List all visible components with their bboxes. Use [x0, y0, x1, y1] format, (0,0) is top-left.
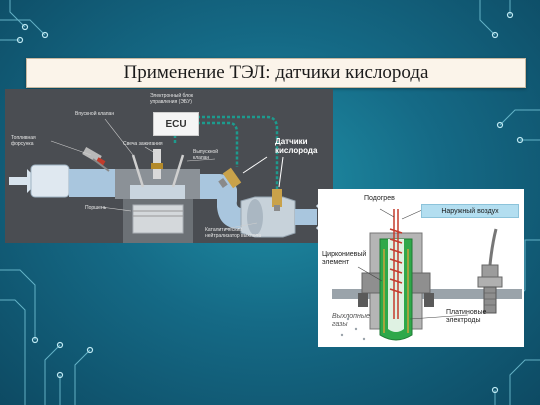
spark-plug [151, 149, 163, 179]
piston-label: Поршень [85, 205, 107, 211]
piston [132, 204, 184, 234]
platinum-electrodes-label: Платиновые электроды [446, 309, 487, 324]
heater-coil [389, 209, 403, 319]
fuel-injector [82, 147, 110, 172]
fuel-injector-label: Топливная форсунка [11, 135, 36, 147]
tailpipe [295, 209, 317, 225]
ecu-label: ECU [165, 118, 187, 130]
exhaust-gas-particles [340, 317, 366, 341]
pointer-line-2 [278, 156, 284, 188]
catalytic-converter-label: Каталитический нейтрализатор выхлопа [205, 227, 262, 239]
ecu-box: ECU [153, 112, 199, 136]
oxygen-sensors-label: Датчики кислорода [275, 137, 318, 155]
exhaust-valve-label: Выпускной клапан [193, 149, 219, 161]
intake-valve-stem [131, 154, 145, 188]
sensor-wire-1 [197, 121, 239, 167]
heating-label: Подогрев [364, 195, 395, 202]
sensor-external-view [477, 228, 503, 314]
spark-plug-label: Свеча зажигания [123, 141, 163, 147]
oxygen-sensor-1 [218, 167, 242, 189]
combustion-chamber [130, 185, 185, 199]
ecu-caption: Электронный блок управления (ЭБУ) [150, 93, 194, 105]
outside-air-label: Наружный воздух [441, 207, 499, 215]
pointer-line-1 [242, 156, 268, 174]
oxygen-sensor-2 [272, 189, 282, 211]
engine-drawing [9, 115, 332, 243]
slide-title: Применение ТЭЛ: датчики кислорода [123, 62, 429, 83]
exhaust-valve-stem [171, 154, 185, 188]
sensor-wire-2 [197, 115, 279, 189]
exhaust-gases-label: Выхлопные газы [332, 313, 370, 328]
sensor-drawing [332, 208, 522, 341]
sensor-cutaway-diagram: Подогрев Наружный воздух Циркониевый эле… [318, 189, 524, 347]
outside-air-box: Наружный воздух [421, 204, 519, 218]
air-filter [30, 164, 70, 198]
engine-diagram: ECU Электронный блок управления (ЭБУ) Вп… [5, 89, 333, 243]
intake-valve-label: Впускной клапан [75, 111, 115, 117]
zirconia-element-label: Циркониевый элемент [322, 251, 367, 266]
slide-title-bar: Применение ТЭЛ: датчики кислорода [26, 58, 526, 88]
